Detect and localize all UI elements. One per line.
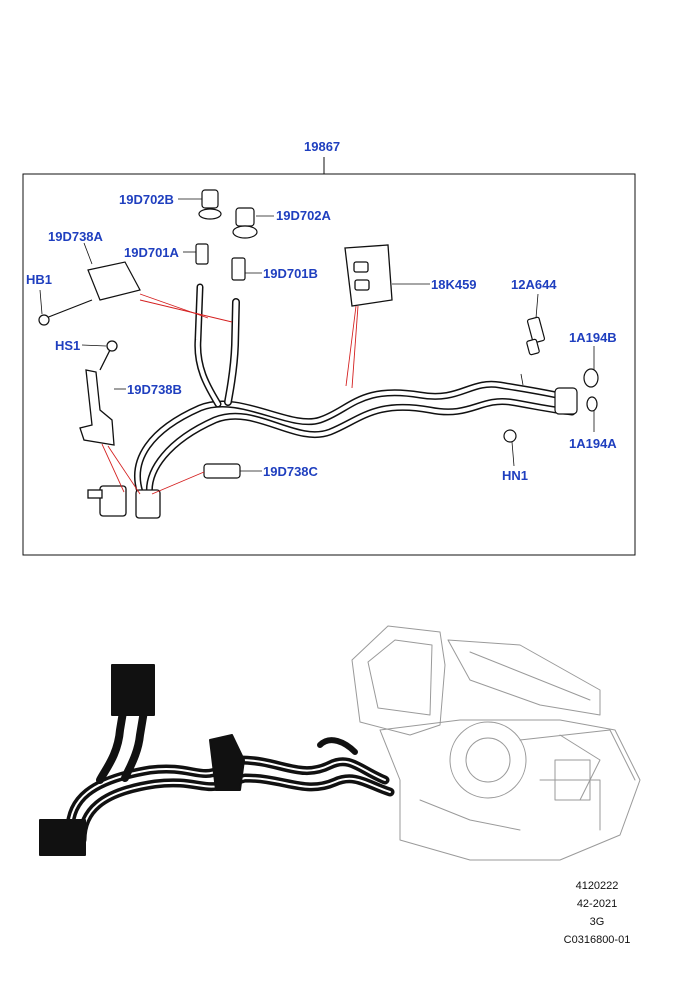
red-leader-lines <box>101 293 359 495</box>
callout-1a194a[interactable]: 1A194A <box>569 436 617 451</box>
callout-12a644[interactable]: 12A644 <box>511 277 557 292</box>
cap-19d702b <box>198 189 222 220</box>
installed-view <box>39 625 641 861</box>
valve-19d701a <box>195 243 209 265</box>
assembly-frame <box>22 173 636 556</box>
leader-lines <box>39 198 595 472</box>
ref-line-4: C0316800-01 <box>563 934 631 946</box>
sensor-12a644 <box>526 316 546 356</box>
callout-19d702a[interactable]: 19D702A <box>276 208 331 223</box>
callout-19d738c[interactable]: 19D738C <box>263 464 318 479</box>
bracket-19d738a <box>38 261 141 326</box>
callout-19d738b[interactable]: 19D738B <box>127 382 182 397</box>
expansion-valve <box>87 485 161 519</box>
ref-line-2: 42-2021 <box>576 898 618 910</box>
hvac-housing <box>351 625 641 861</box>
valve-19d701b <box>231 257 246 281</box>
outlet-fitting <box>554 368 599 415</box>
clip-19d738c <box>203 463 241 479</box>
callout-assembly-19867[interactable]: 19867 <box>304 139 341 154</box>
bracket-19d738b <box>79 340 118 446</box>
callout-19d702b[interactable]: 19D702B <box>119 192 174 207</box>
callout-18k459[interactable]: 18K459 <box>431 277 477 292</box>
callout-hb1[interactable]: HB1 <box>26 272 53 287</box>
cap-19d702a <box>232 207 258 239</box>
hose-assembly <box>134 283 576 502</box>
nut-hn1 <box>503 429 517 443</box>
callout-hn1[interactable]: HN1 <box>502 468 529 483</box>
insulator-18k459 <box>344 244 393 307</box>
callout-hs1[interactable]: HS1 <box>55 338 81 353</box>
ref-line-1: 4120222 <box>575 880 619 892</box>
installed-hoses <box>39 664 395 856</box>
callout-19d701a[interactable]: 19D701A <box>124 245 179 260</box>
callout-19d701b[interactable]: 19D701B <box>263 266 318 281</box>
callout-19d738a[interactable]: 19D738A <box>48 229 103 244</box>
ref-line-3: 3G <box>589 916 605 928</box>
callout-1a194b[interactable]: 1A194B <box>569 330 617 345</box>
